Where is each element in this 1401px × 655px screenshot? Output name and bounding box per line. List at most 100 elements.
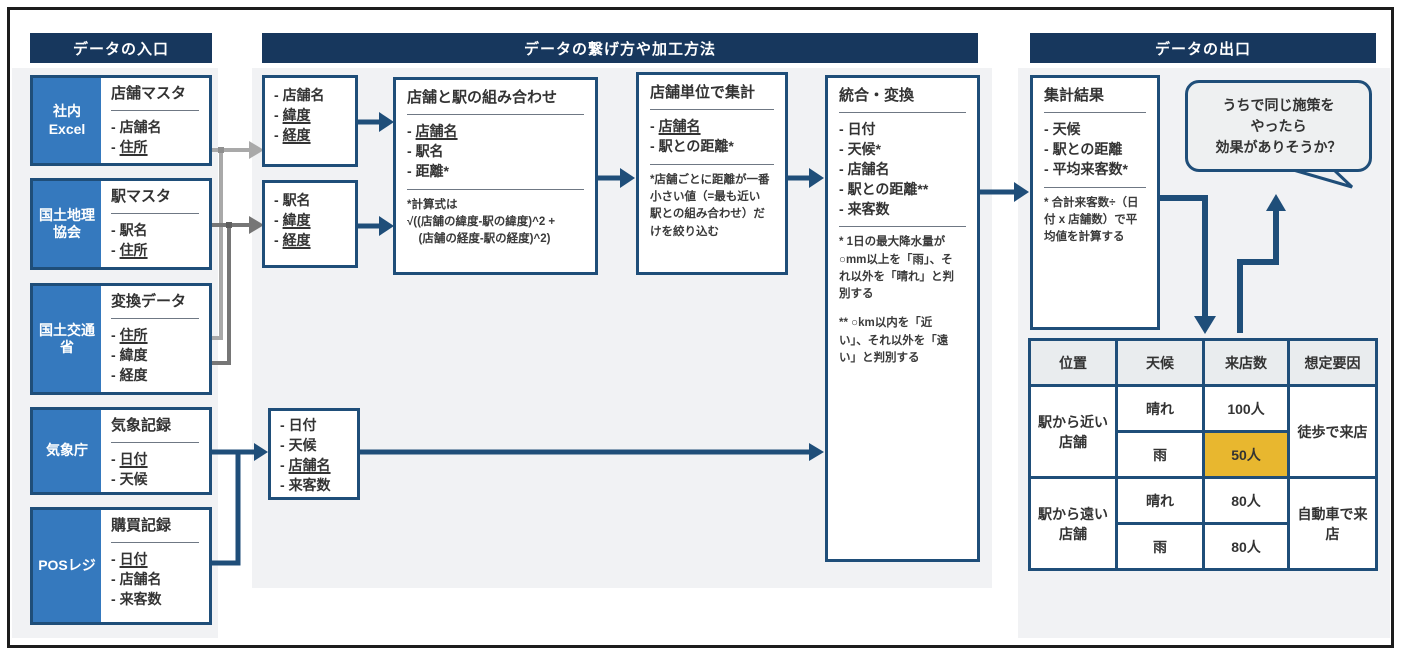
list-item: 天候* <box>839 140 966 160</box>
cell-position: 駅から遠い店舗 <box>1028 476 1118 571</box>
col-header-visitors: 来店数 <box>1202 338 1290 387</box>
list-item: 日付 <box>839 120 966 140</box>
table-header-row: 位置 天候 来店数 想定要因 <box>1028 338 1378 387</box>
list-item: 距離* <box>407 162 584 182</box>
cell-weather: 雨 <box>1115 522 1205 571</box>
divider <box>407 188 584 190</box>
source-title: 変換データ <box>111 293 187 310</box>
list-item: 住所 <box>111 326 199 346</box>
header-data-input: データの入口 <box>30 33 212 63</box>
source-label: 気象庁 <box>33 410 101 492</box>
footnote: ** ○km以内を「近 い」、それ以外を「遠 い」と判別する <box>839 317 949 364</box>
divider <box>1044 112 1146 113</box>
divider <box>111 213 199 214</box>
speech-bubble: うちで同じ施策を やったら 効果がありそうか？ <box>1185 80 1372 172</box>
col-header-factor: 想定要因 <box>1287 338 1378 387</box>
outer-frame <box>7 7 1394 648</box>
list-item: 天候 <box>1044 120 1146 140</box>
list-item: 緯度 <box>274 106 346 126</box>
divider <box>839 226 966 228</box>
list-item: 天候 <box>280 436 348 456</box>
list-item: 来客数 <box>280 476 348 496</box>
list-item: 日付 <box>111 550 199 570</box>
cell-weather: 雨 <box>1115 430 1205 479</box>
cell-weather: 晴れ <box>1115 476 1205 525</box>
footnote: *計算式は √((店舗の緯度-駅の緯度)^2 + (店舗の経度-駅の経度)^2) <box>407 198 556 246</box>
source-title: 店舗マスタ <box>111 85 187 102</box>
table-row: 駅から近い店舗 晴れ 100人 徒歩で来店 <box>1028 384 1378 479</box>
source-title: 駅マスタ <box>111 188 172 205</box>
list-item: 来客数 <box>111 590 199 610</box>
divider <box>111 110 199 111</box>
process-box-merge-transform: 統合・変換 日付 天候* 店舗名 駅との距離** 来客数 * 1日の最大降水量が… <box>825 75 980 562</box>
cell-position: 駅から近い店舗 <box>1028 384 1118 479</box>
table-row: 駅から遠い店舗 晴れ 80人 自動車で来店 <box>1028 476 1378 571</box>
cell-visitors: 80人 <box>1202 522 1290 571</box>
header-data-output: データの出口 <box>1030 33 1376 63</box>
list-item: 店舗名 <box>274 86 346 106</box>
list-item: 駅との距離* <box>650 137 774 157</box>
cell-visitors-highlighted: 50人 <box>1202 430 1290 479</box>
result-table: 位置 天候 来店数 想定要因 駅から近い店舗 晴れ 100人 徒歩で来店 雨 5… <box>1028 338 1378 571</box>
list-item: 駅名 <box>111 221 199 241</box>
list-item: 店舗名 <box>280 456 348 476</box>
divider <box>1044 186 1146 188</box>
table-row: 雨 50人 <box>1030 430 1377 479</box>
header-data-process-label: データの繋げ方や加工方法 <box>523 40 716 58</box>
col-header-position: 位置 <box>1028 338 1118 387</box>
source-label: 社内Excel <box>33 78 101 163</box>
list-item: 駅との距離 <box>1044 140 1146 160</box>
list-item: 駅名 <box>274 191 346 211</box>
divider <box>111 318 199 319</box>
cell-factor: 自動車で来店 <box>1287 476 1378 571</box>
header-data-process: データの繋げ方や加工方法 <box>262 33 978 63</box>
footnote: * 1日の最大降水量が ○mm以上を「雨」、そ れ以外を「晴れ」と判 別する <box>839 236 954 301</box>
field-box-station-coords: 駅名 緯度 経度 <box>262 180 358 268</box>
source-title: 購買記録 <box>111 517 172 534</box>
cell-visitors: 100人 <box>1202 384 1290 433</box>
source-label: POSレジ <box>33 510 101 622</box>
divider <box>839 112 966 113</box>
process-title: 店舗単位で集計 <box>650 84 756 101</box>
list-item: 経度 <box>274 126 346 146</box>
list-item: 住所 <box>111 138 199 158</box>
source-box-mlit: 国土交通省 変換データ 住所 緯度 経度 <box>30 283 212 395</box>
footnote: *店舗ごとに距離が一番 小さい値（=最も近い 駅との組み合わせ）だ けを絞り込む <box>650 173 770 238</box>
list-item: 緯度 <box>111 346 199 366</box>
process-box-aggregate-per-store: 店舗単位で集計 店舗名 駅との距離* *店舗ごとに距離が一番 小さい値（=最も近… <box>636 72 788 275</box>
divider <box>650 163 774 165</box>
source-box-geo-association: 国土地理協会 駅マスタ 駅名 住所 <box>30 178 212 270</box>
list-item: 来客数 <box>839 200 966 220</box>
source-box-jma: 気象庁 気象記録 日付 天候 <box>30 407 212 495</box>
cell-visitors: 80人 <box>1202 476 1290 525</box>
footnote: * 合計来客数÷（日 付 x 店舗数）で平 均値を計算する <box>1044 196 1139 244</box>
table-row: 雨 80人 <box>1030 522 1377 571</box>
cell-weather: 晴れ <box>1115 384 1205 433</box>
list-item: 緯度 <box>274 211 346 231</box>
process-title: 店舗と駅の組み合わせ <box>407 89 558 106</box>
list-item: 店舗名 <box>407 122 584 142</box>
list-item: 平均来客数* <box>1044 160 1146 180</box>
source-label: 国土交通省 <box>33 286 101 392</box>
list-item: 店舗名 <box>650 117 774 137</box>
list-item: 日付 <box>111 450 199 470</box>
col-header-weather: 天候 <box>1115 338 1205 387</box>
speech-bubble-text: うちで同じ施策を やったら 効果がありそうか？ <box>1215 96 1342 155</box>
divider <box>407 114 584 115</box>
list-item: 住所 <box>111 241 199 261</box>
list-item: 店舗名 <box>839 160 966 180</box>
process-title: 統合・変換 <box>839 87 915 104</box>
list-item: 天候 <box>111 470 199 490</box>
source-box-pos-register: POSレジ 購買記録 日付 店舗名 来客数 <box>30 507 212 625</box>
list-item: 店舗名 <box>111 570 199 590</box>
list-item: 駅名 <box>407 142 584 162</box>
process-title: 集計結果 <box>1044 87 1105 104</box>
divider <box>111 442 199 443</box>
list-item: 日付 <box>280 416 348 436</box>
source-box-company-excel: 社内Excel 店舗マスタ 店舗名 住所 <box>30 75 212 166</box>
field-box-weather-pos: 日付 天候 店舗名 来客数 <box>268 408 360 500</box>
divider <box>650 109 774 110</box>
header-data-output-label: データの出口 <box>1154 40 1251 58</box>
process-box-aggregate-result: 集計結果 天候 駅との距離 平均来客数* * 合計来客数÷（日 付 x 店舗数）… <box>1030 75 1160 330</box>
